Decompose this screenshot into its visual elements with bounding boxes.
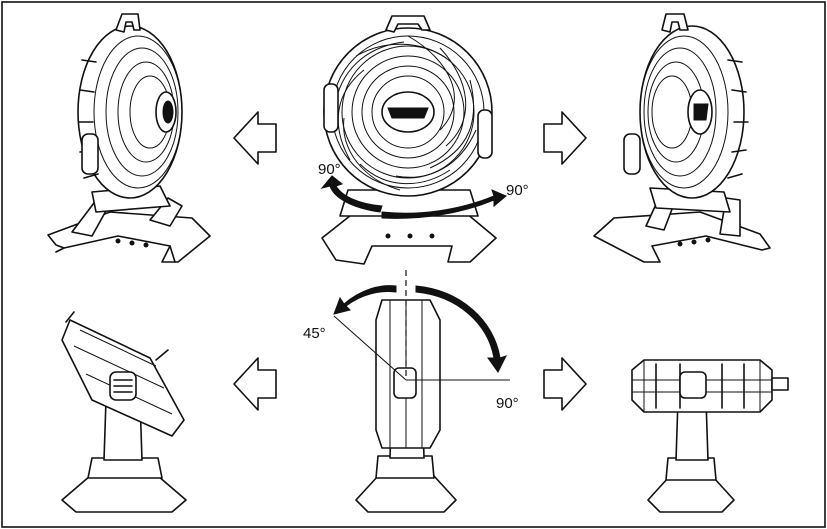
label-tilt-up: 45° bbox=[303, 325, 326, 342]
label-tilt-down: 90° bbox=[496, 395, 519, 412]
label-yaw-right: 90° bbox=[506, 182, 529, 199]
label-yaw-left: 90° bbox=[318, 161, 341, 178]
